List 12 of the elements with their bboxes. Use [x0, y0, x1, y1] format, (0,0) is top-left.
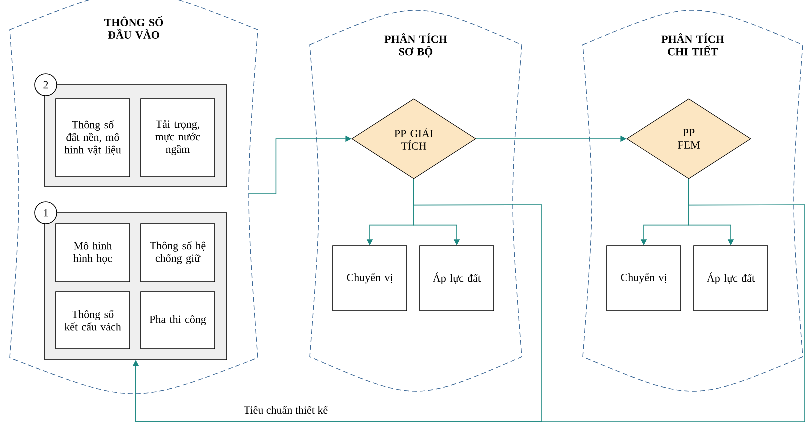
process-box: Pha thi công — [140, 292, 216, 350]
process-box: Mô hình hình học — [56, 224, 130, 282]
edge-label: Tiêu chuẩn thiết kế — [242, 404, 330, 416]
process-box: Tải trọng, mực nước ngầm — [140, 98, 216, 178]
process-box: Chuyển vị — [606, 246, 682, 312]
arrow — [132, 178, 806, 422]
process-box: Thông số đất nền, mô hình vật liệu — [56, 98, 130, 178]
process-box: Chuyển vị — [332, 246, 408, 312]
process-box: Áp lực đất — [420, 246, 494, 312]
process-box: Áp lực đất — [694, 246, 768, 312]
process-box: Thông số kết cấu vách — [56, 292, 130, 350]
process-box: Thông số hệ chống giữ — [140, 224, 216, 282]
